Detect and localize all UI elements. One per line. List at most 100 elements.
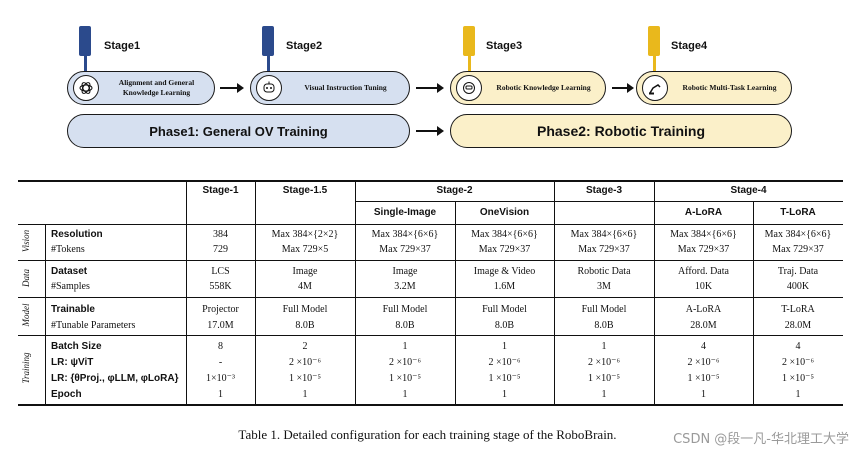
cell-trainable-5: A-LoRA	[685, 304, 722, 315]
brain-icon	[73, 75, 99, 101]
header-stage4: Stage-4	[730, 185, 767, 196]
vline-6	[654, 180, 655, 404]
stage2-pole	[266, 55, 270, 71]
stage1-box: Alignment and General Knowledge Learning	[67, 71, 215, 105]
header-alora: A-LoRA	[684, 207, 723, 218]
cell-lr-vit-1: 2 ×10⁻⁶	[289, 357, 321, 368]
cell-tokens-1: Max 729×5	[281, 244, 329, 255]
cell-batch-0: 8	[218, 341, 223, 352]
config-table: Stage-1 Stage-1.5 Stage-2 Stage-3 Stage-…	[18, 180, 843, 406]
cell-dataset-2: Image	[392, 266, 418, 277]
vline-3	[355, 180, 356, 404]
cell-resolution-5: Max 384×{6×6}	[670, 229, 737, 240]
vline-7	[753, 201, 754, 404]
arrow-stage1-to-stage2	[220, 83, 244, 93]
robot-arm-icon	[642, 75, 668, 101]
stage3-label: Stage3	[486, 40, 523, 52]
phase2-box: Phase2: Robotic Training	[450, 114, 792, 148]
cell-samples-5: 10K	[694, 281, 713, 292]
stage4-title: Robotic Multi-Task Learning	[682, 83, 777, 92]
stage3-title: Robotic Knowledge Learning	[496, 83, 591, 92]
stage4-flag	[648, 26, 660, 56]
header-stage15: Stage-1.5	[282, 185, 328, 196]
vision-bottom-rule	[18, 260, 843, 261]
cell-samples-6: 400K	[786, 281, 810, 292]
cell-tunable-5: 28.0M	[690, 320, 717, 331]
header-stage3: Stage-3	[585, 185, 623, 196]
cell-lr-other-5: 1 ×10⁻⁵	[687, 373, 720, 384]
cell-lr-other-1: 1 ×10⁻⁵	[289, 373, 321, 384]
training-pipeline-diagram: Stage1 Alignment and General Knowledge L…	[0, 0, 855, 160]
cell-lr-other-2: 1 ×10⁻⁵	[389, 373, 421, 384]
cell-resolution-2: Max 384×{6×6}	[371, 229, 439, 240]
cell-dataset-3: Image & Video	[473, 266, 536, 277]
cell-resolution-1: Max 384×{2×2}	[271, 229, 339, 240]
cell-lr-other-6: 1 ×10⁻⁵	[782, 373, 814, 384]
cell-batch-4: 1	[601, 341, 607, 352]
cell-epoch-5: 1	[701, 389, 706, 400]
stage1-pole	[83, 55, 87, 71]
cell-dataset-0: LCS	[211, 266, 230, 277]
stage4-box: Robotic Multi-Task Learning	[636, 71, 792, 105]
cell-epoch-4: 1	[601, 389, 607, 400]
cell-trainable-3: Full Model	[482, 304, 527, 315]
cell-epoch-2: 1	[402, 389, 408, 400]
cell-tunable-6: 28.0M	[784, 320, 812, 331]
cell-samples-2: 3.2M	[394, 281, 416, 292]
cell-samples-4: 3M	[597, 281, 611, 292]
subheader-rule-stage4	[654, 201, 843, 202]
cell-tunable-1: 8.0B	[295, 320, 315, 331]
cell-batch-1: 2	[302, 341, 308, 352]
table-caption: Table 1. Detailed configuration for each…	[238, 427, 617, 442]
cell-dataset-4: Robotic Data	[577, 266, 631, 277]
row-label-lr-vit: LR: ψViT	[51, 357, 94, 368]
cell-dataset-5: Afford. Data	[678, 266, 729, 277]
vline-4	[455, 201, 456, 404]
cell-samples-3: 1.6M	[493, 281, 516, 292]
arrow-stage3-to-stage4	[612, 83, 634, 93]
subheader-rule-stage2	[355, 201, 843, 202]
cell-lr-vit-2: 2 ×10⁻⁶	[389, 357, 421, 368]
cell-tokens-4: Max 729×37	[578, 244, 630, 255]
robot-face-icon	[456, 75, 482, 101]
cell-tokens-3: Max 729×37	[478, 244, 531, 255]
phase1-box: Phase1: General OV Training	[67, 114, 410, 148]
cell-tunable-4: 8.0B	[594, 320, 614, 331]
cell-trainable-6: T-LoRA	[781, 304, 815, 315]
stage2-box: Visual Instruction Tuning	[250, 71, 410, 105]
row-label-dataset: Dataset	[51, 266, 88, 277]
header-stage2: Stage-2	[436, 185, 473, 196]
header-single-image: Single-Image	[373, 207, 437, 218]
stage1-title: Alignment and General Knowledge Learning	[118, 78, 195, 97]
cell-dataset-6: Traj. Data	[777, 266, 819, 277]
arrow-stage2-to-stage3	[416, 83, 444, 93]
cell-lr-vit-4: 2 ×10⁻⁶	[588, 357, 620, 368]
stage3-box: Robotic Knowledge Learning	[450, 71, 606, 105]
model-bottom-rule	[18, 335, 843, 336]
cell-samples-1: 4M	[298, 281, 312, 292]
cell-tunable-2: 8.0B	[395, 320, 415, 331]
row-label-trainable: Trainable	[51, 304, 95, 315]
cell-lr-vit-5: 2 ×10⁻⁶	[687, 357, 720, 368]
cell-samples-0: 558K	[209, 281, 232, 292]
cell-batch-6: 4	[795, 341, 801, 352]
cell-batch-5: 4	[701, 341, 706, 352]
row-label-lr-other: LR: {θProj., φLLM, φLoRA}	[51, 373, 179, 384]
cell-trainable-1: Full Model	[282, 304, 328, 315]
cell-epoch-1: 1	[302, 389, 308, 400]
stage4-label: Stage4	[671, 40, 708, 52]
arrow-phase1-to-phase2	[416, 126, 444, 136]
cell-trainable-0: Projector	[202, 304, 239, 315]
cell-lr-other-3: 1 ×10⁻⁵	[488, 373, 521, 384]
cell-tokens-0: 729	[213, 244, 228, 255]
cell-lr-other-4: 1 ×10⁻⁵	[588, 373, 620, 384]
cell-epoch-6: 1	[795, 389, 801, 400]
cell-resolution-0: 384	[213, 229, 228, 240]
cell-tokens-6: Max 729×37	[772, 244, 824, 255]
cell-resolution-4: Max 384×{6×6}	[570, 229, 638, 240]
row-label-samples: #Samples	[51, 281, 90, 292]
stage2-flag	[262, 26, 274, 56]
row-label-epoch: Epoch	[51, 389, 82, 400]
stage4-pole	[652, 55, 656, 71]
stage1-label: Stage1	[104, 40, 141, 52]
